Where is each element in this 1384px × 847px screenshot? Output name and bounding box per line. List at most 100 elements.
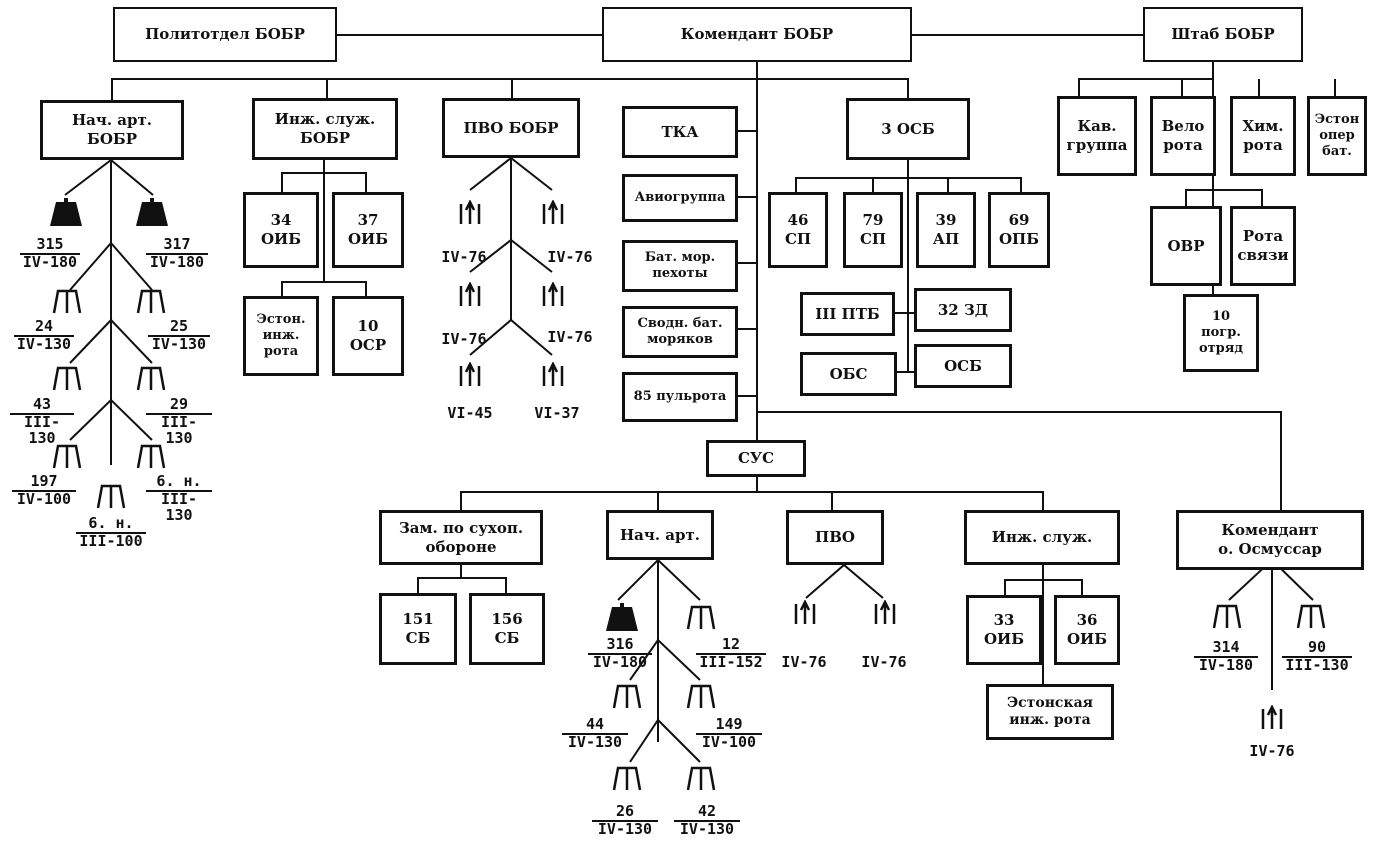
commandant-box: Комендант БОБР <box>602 7 912 62</box>
obs-box: ОБС <box>800 352 897 396</box>
osb3-label: 3 ОСБ <box>881 119 935 138</box>
border-detachment-box: 10 погр. отряд <box>1183 294 1259 372</box>
mg-company-label: 85 пульрота <box>633 388 727 404</box>
gun-icon <box>686 605 716 630</box>
sus-pvo-label: ПВО <box>815 528 855 547</box>
sp79-label: 79 СП <box>859 211 887 248</box>
aa-gun-icon <box>459 282 481 306</box>
oib34-label: 34 ОИБ <box>260 211 302 248</box>
gun-icon <box>52 444 82 469</box>
battery-caliber: IV-180 <box>592 652 648 671</box>
battery-caliber: IV-180 <box>22 252 78 271</box>
battery-number: 317 <box>146 236 208 255</box>
aa-gun-icon <box>542 362 564 386</box>
osmussar-box: Комендант о. Осмуссар <box>1176 510 1364 570</box>
aa-caliber: VI-37 <box>534 404 580 422</box>
sus-artillery-label: Нач. арт. <box>619 525 701 544</box>
staff-label: Штаб БОБР <box>1171 25 1275 44</box>
estonian-eng-company-label: Эстон. инж. рота <box>256 311 306 360</box>
air-defense-label: ПВО БОБР <box>463 118 559 137</box>
air-defense-box: ПВО БОБР <box>442 98 580 158</box>
osr10-label: 10 ОСР <box>349 317 387 354</box>
oib33-label: 33 ОИБ <box>983 611 1025 648</box>
battery-caliber: III-130 <box>1285 655 1349 674</box>
oib37-label: 37 ОИБ <box>347 211 389 248</box>
turret-icon <box>50 198 82 226</box>
gun-icon <box>686 766 716 791</box>
sp46-box: 46 СП <box>768 192 828 268</box>
battery-number: 6. н. <box>76 515 146 534</box>
battery-number: 25 <box>148 318 210 337</box>
engineers-label: Инж. служ. БОБР <box>274 110 376 147</box>
marines-label: Бат. мор. пехоты <box>644 249 716 281</box>
artillery-chief-label: Нач. арт. БОБР <box>71 111 153 148</box>
battery-number: 43 <box>10 396 74 415</box>
gun-icon <box>136 289 166 314</box>
osr10-box: 10 ОСР <box>332 296 404 376</box>
battery-bn-100: 6. н.III-100 <box>76 515 146 550</box>
artillery-chief-box: Нач. арт. БОБР <box>40 100 184 160</box>
ovr-label: ОВР <box>1167 236 1205 255</box>
signals-label: Рота связи <box>1237 227 1289 264</box>
battery-number: 314 <box>1194 639 1258 658</box>
battery-number: 26 <box>592 803 658 822</box>
battery-caliber: III-152 <box>699 652 763 671</box>
osb-label: ОСБ <box>944 356 982 375</box>
sp46-label: 46 СП <box>784 211 812 248</box>
oib37-box: 37 ОИБ <box>332 192 404 268</box>
gun-icon <box>612 766 642 791</box>
estonian-battalion-label: Эстон опер бат. <box>1314 111 1360 160</box>
signals-box: Рота связи <box>1230 206 1296 286</box>
sailors-label: Сводн. бат. моряков <box>637 315 723 347</box>
battery-number: 149 <box>696 716 762 735</box>
battery-number: 90 <box>1282 639 1352 658</box>
commandant-label: Комендант БОБР <box>680 25 834 44</box>
aa-gun-icon <box>459 200 481 224</box>
battery-caliber: III-130 <box>160 412 198 447</box>
battery-number: 315 <box>20 236 80 255</box>
estonian-battalion-box: Эстон опер бат. <box>1307 96 1367 176</box>
opb69-label: 69 ОПБ <box>998 211 1040 248</box>
estonian-eng-rota-box: Эстонская инж. рота <box>986 684 1114 740</box>
aa-caliber: IV-76 <box>441 330 487 348</box>
ground-defense-label: Зам. по сухоп. обороне <box>398 518 524 556</box>
battery-caliber: IV-100 <box>16 489 72 508</box>
oib33-box: 33 ОИБ <box>966 595 1042 665</box>
aa-gun-icon <box>542 200 564 224</box>
aa-gun-icon <box>874 600 896 624</box>
aa-caliber: IV-76 <box>861 653 907 671</box>
sus-eng-label: Инж. служ. <box>991 528 1093 547</box>
battery-number: 29 <box>146 396 212 415</box>
ap39-box: 39 АП <box>916 192 976 268</box>
gun-icon <box>136 444 166 469</box>
aa-caliber: IV-76 <box>1249 742 1295 760</box>
gun-icon <box>96 484 126 509</box>
tka-box: ТКА <box>622 106 738 158</box>
aa-caliber: IV-76 <box>547 248 593 266</box>
aa-caliber: IV-76 <box>547 328 593 346</box>
gun-icon <box>52 289 82 314</box>
aa-caliber: IV-76 <box>441 248 487 266</box>
battery-number: 42 <box>674 803 740 822</box>
battery-number: 44 <box>562 716 628 735</box>
gun-icon <box>136 366 166 391</box>
aa-caliber: IV-76 <box>781 653 827 671</box>
engineers-box: Инж. служ. БОБР <box>252 98 398 160</box>
aa-gun-icon <box>794 600 816 624</box>
aviagroup-label: Авиогруппа <box>634 189 726 205</box>
aa-gun-icon <box>542 282 564 306</box>
mg-company-box: 85 пульрота <box>622 372 738 422</box>
oib36-box: 36 ОИБ <box>1054 595 1120 665</box>
osb3-box: 3 ОСБ <box>846 98 970 160</box>
estonian-eng-rota-label: Эстонская инж. рота <box>1007 694 1093 729</box>
